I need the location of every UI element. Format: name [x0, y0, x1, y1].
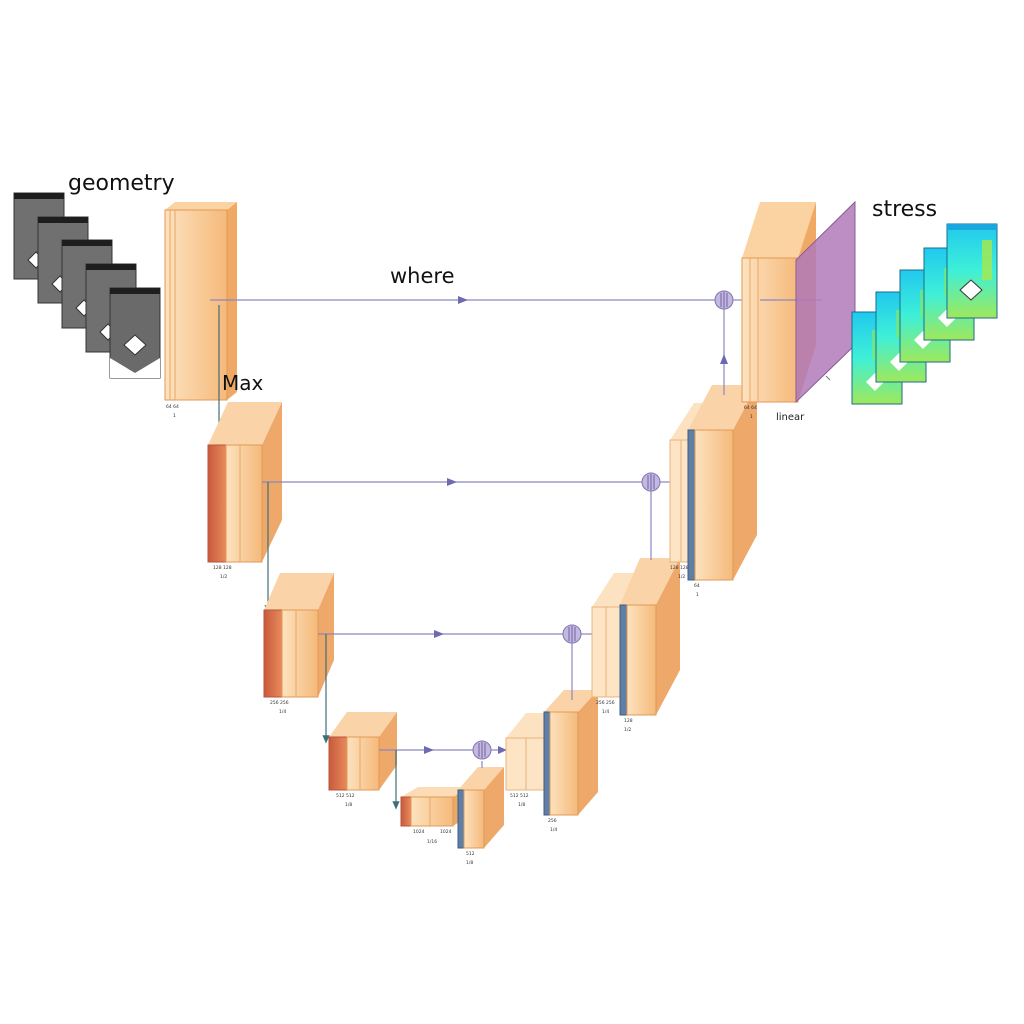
bottleneck-block	[400, 787, 470, 827]
decoder-block-4-resolution: 1/8	[518, 802, 525, 808]
encoder-block-4	[328, 712, 397, 791]
bottleneck-upsample-block	[457, 767, 504, 849]
encoder-block-1-channels: 64 64	[166, 404, 179, 410]
bottleneck-channels-2: 1024	[440, 829, 452, 835]
up-arrowhead-1	[720, 354, 728, 364]
encoder-block-2-channels: 128 128	[213, 565, 232, 571]
geometry-label: geometry	[68, 171, 175, 196]
decoder-block-2	[669, 385, 757, 581]
encoder-block-2-resolution: 1/2	[220, 574, 227, 580]
concat-node-1	[714, 290, 734, 310]
decoder-block-1-resolution: 1	[750, 414, 753, 420]
stress-label: stress	[872, 197, 937, 222]
encoder-block-4-resolution: 1/8	[345, 802, 352, 808]
skip-arrowhead-1	[458, 296, 468, 304]
encoder-block-1	[164, 202, 237, 401]
concat-node-2	[641, 472, 661, 492]
skip-arrowhead-4	[424, 746, 434, 754]
skip-arrowhead-2	[447, 478, 457, 486]
concat-node-4	[472, 740, 492, 760]
bottleneck-upsample-resolution: 1/8	[466, 860, 473, 866]
encoder-block-4-channels: 512 512	[336, 793, 355, 799]
encoder-block-3	[263, 573, 334, 698]
encoder-block-3-channels: 256 256	[270, 700, 289, 706]
decoder-block-4-channels: 512 512	[510, 793, 529, 799]
decoder-block-1-channels: 64 64	[744, 405, 757, 411]
bottleneck-resolution: 1/16	[427, 839, 437, 845]
decoder-block-3	[591, 558, 680, 716]
decoder-block-3-channels: 256 256	[596, 700, 615, 706]
geometry-input-stack	[13, 192, 161, 379]
encoder-block-2	[207, 402, 282, 563]
geometry-slice	[109, 287, 161, 379]
decoder-upsample-3-channels: 128	[624, 718, 633, 724]
concat-node-3	[562, 624, 582, 644]
decoder-upsample-4-channels: 256	[548, 818, 557, 824]
linear-label: linear	[776, 412, 805, 423]
bottleneck-upsample-channels: 512	[466, 851, 475, 857]
stress-slice	[946, 223, 998, 319]
decoder-upsample-3-resolution: 1/2	[624, 727, 631, 733]
encoder-block-3-resolution: 1/4	[279, 709, 286, 715]
bottleneck-channels-1: 1024	[413, 829, 425, 835]
decoder-block-3-resolution: 1/4	[602, 709, 609, 715]
decoder-upsample-4-resolution: 1/4	[550, 827, 557, 833]
skip-arrowhead-3	[434, 630, 444, 638]
decoder-block-2-channels: 128 128	[670, 565, 689, 571]
decoder-block-2-resolution: 1/2	[678, 574, 685, 580]
max-label: Max	[222, 371, 264, 395]
decoder-upsample-2-channels: 64	[694, 583, 700, 589]
concat-arrowhead-4	[498, 746, 507, 754]
where-label: where	[390, 264, 455, 288]
encoder-block-1-resolution: 1	[173, 413, 176, 419]
decoder-upsample-2-resolution: 1	[696, 592, 699, 598]
stress-output-stack	[851, 223, 998, 405]
decoder-block-4	[505, 690, 598, 816]
